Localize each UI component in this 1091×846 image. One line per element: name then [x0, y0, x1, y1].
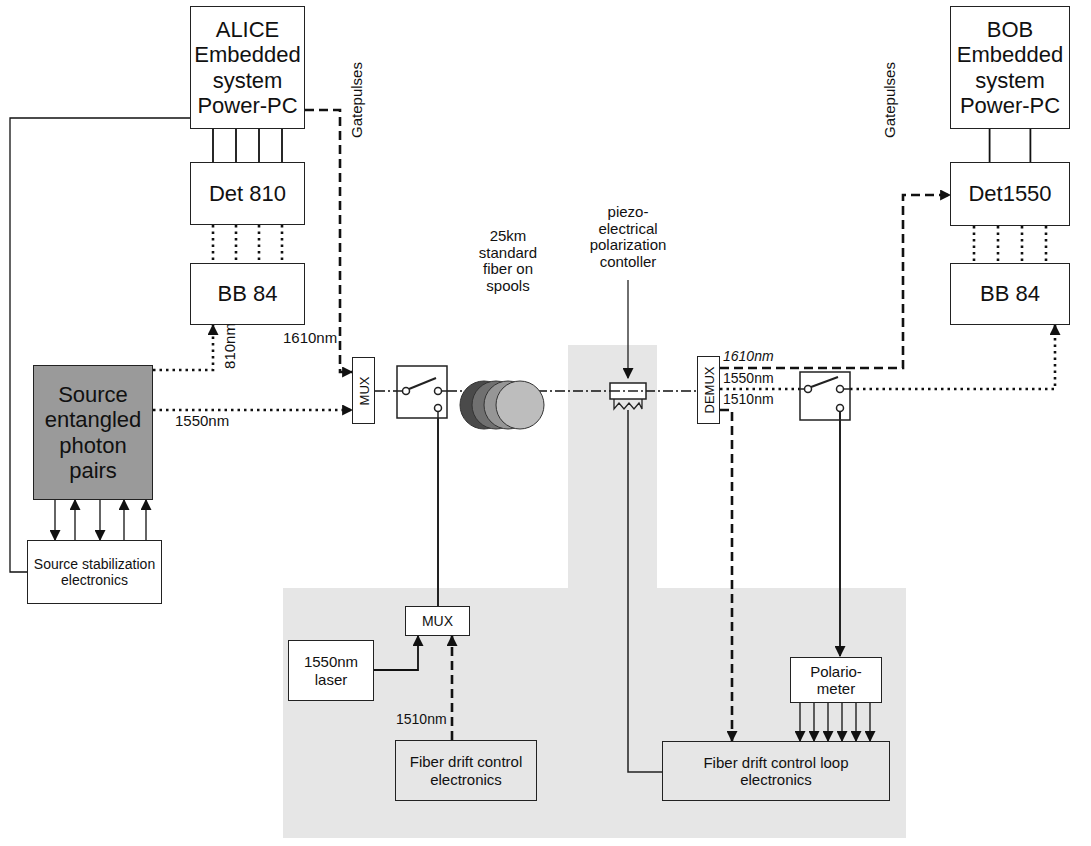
connector: [235, 225, 238, 263]
connector: [10, 118, 190, 572]
connector: [281, 225, 284, 263]
box-label: MUX: [356, 376, 371, 405]
signal-name: Gatepulses: [882, 62, 899, 138]
connector: [99, 500, 100, 540]
component-label: piezo- electrical polarization contoller: [580, 204, 676, 270]
connector: [123, 500, 124, 540]
protocol-box: BB 84: [950, 263, 1070, 325]
fiber-spools: [460, 381, 544, 429]
demux-box: DEMUX: [697, 356, 720, 424]
connector: [989, 129, 991, 162]
connector: [145, 500, 146, 540]
connector: [212, 225, 215, 263]
box-label: Det 810: [209, 181, 286, 206]
box-label: Polario- meter: [796, 663, 876, 698]
source-box: Source entangled photon pairs: [33, 365, 153, 500]
component-label: 25km standard fiber on spools: [470, 228, 546, 294]
leader-line: [627, 280, 628, 378]
connector: [973, 226, 976, 263]
connector: [212, 129, 214, 162]
electronics-box: Source stabilization electronics: [27, 540, 162, 604]
box-label: Source stabilization electronics: [33, 556, 156, 588]
connector: [374, 636, 418, 670]
mux-box: MUX: [352, 357, 375, 424]
connector: [855, 703, 856, 741]
electronics-box: Fiber drift control electronics: [395, 740, 537, 801]
switch-to-mux-wire: [437, 418, 439, 606]
piezo-controller: [610, 383, 646, 409]
wavelength-label: 1550nm: [723, 371, 774, 386]
connector: [1021, 226, 1024, 263]
control-wire: [628, 410, 662, 772]
box-label: BB 84: [218, 281, 278, 306]
switch-to-polarimeter-wire: [839, 412, 841, 657]
wavelength-label: 1610nm: [283, 330, 337, 347]
connector: [74, 500, 75, 540]
connector: [720, 195, 950, 368]
connector: [153, 409, 352, 412]
connector: [720, 410, 732, 741]
connector: [997, 226, 1000, 263]
connector: [451, 636, 454, 740]
connector: [720, 325, 1055, 389]
wavelength-label: 810nm: [222, 323, 239, 369]
embedded-system-box: ALICE Embedded system Power-PC: [190, 6, 305, 129]
wavelength-label: 1510nm: [396, 712, 447, 727]
box-label: MUX: [422, 613, 453, 629]
polarimeter-box: Polario- meter: [790, 657, 882, 703]
box-label: ALICE Embedded system Power-PC: [194, 17, 300, 118]
box-label: BOB Embedded system Power-PC: [956, 17, 1064, 118]
connector: [153, 325, 213, 370]
box-label: 1550nm laser: [294, 653, 368, 688]
connector: [1045, 226, 1048, 263]
connector: [258, 129, 260, 162]
optical-switch: [397, 366, 447, 418]
signal-name: Gatepulses: [349, 62, 366, 138]
mux-box: MUX: [405, 606, 470, 636]
wavelength-label: 1550nm: [175, 413, 229, 430]
box-label: Fiber drift control electronics: [401, 753, 531, 788]
box-label: Det1550: [968, 181, 1051, 206]
box-label: Fiber drift control loop electronics: [668, 754, 884, 789]
connector: [54, 500, 55, 540]
connector: [827, 703, 828, 741]
connector: [258, 225, 261, 263]
connector: [841, 703, 842, 741]
connector: [813, 703, 814, 741]
detector-box: Det 810: [190, 162, 305, 225]
box-label: Source entangled photon pairs: [39, 382, 147, 483]
connector: [281, 129, 283, 162]
detector-box: Det1550: [950, 162, 1070, 226]
connector: [235, 129, 237, 162]
electronics-box: Fiber drift control loop electronics: [662, 741, 890, 801]
box-label: BB 84: [980, 281, 1040, 306]
laser-box: 1550nm laser: [288, 640, 374, 701]
embedded-system-box: BOB Embedded system Power-PC: [950, 6, 1070, 129]
protocol-box: BB 84: [190, 263, 305, 325]
fiber-control-region: [283, 345, 906, 838]
box-label: DEMUX: [701, 367, 716, 414]
wavelength-label: 1510nm: [723, 392, 774, 407]
connector: [799, 703, 800, 741]
wavelength-label: 1610nm: [723, 349, 774, 364]
connector: [869, 703, 870, 741]
connector: [1030, 129, 1032, 162]
optical-switch: [800, 372, 850, 420]
